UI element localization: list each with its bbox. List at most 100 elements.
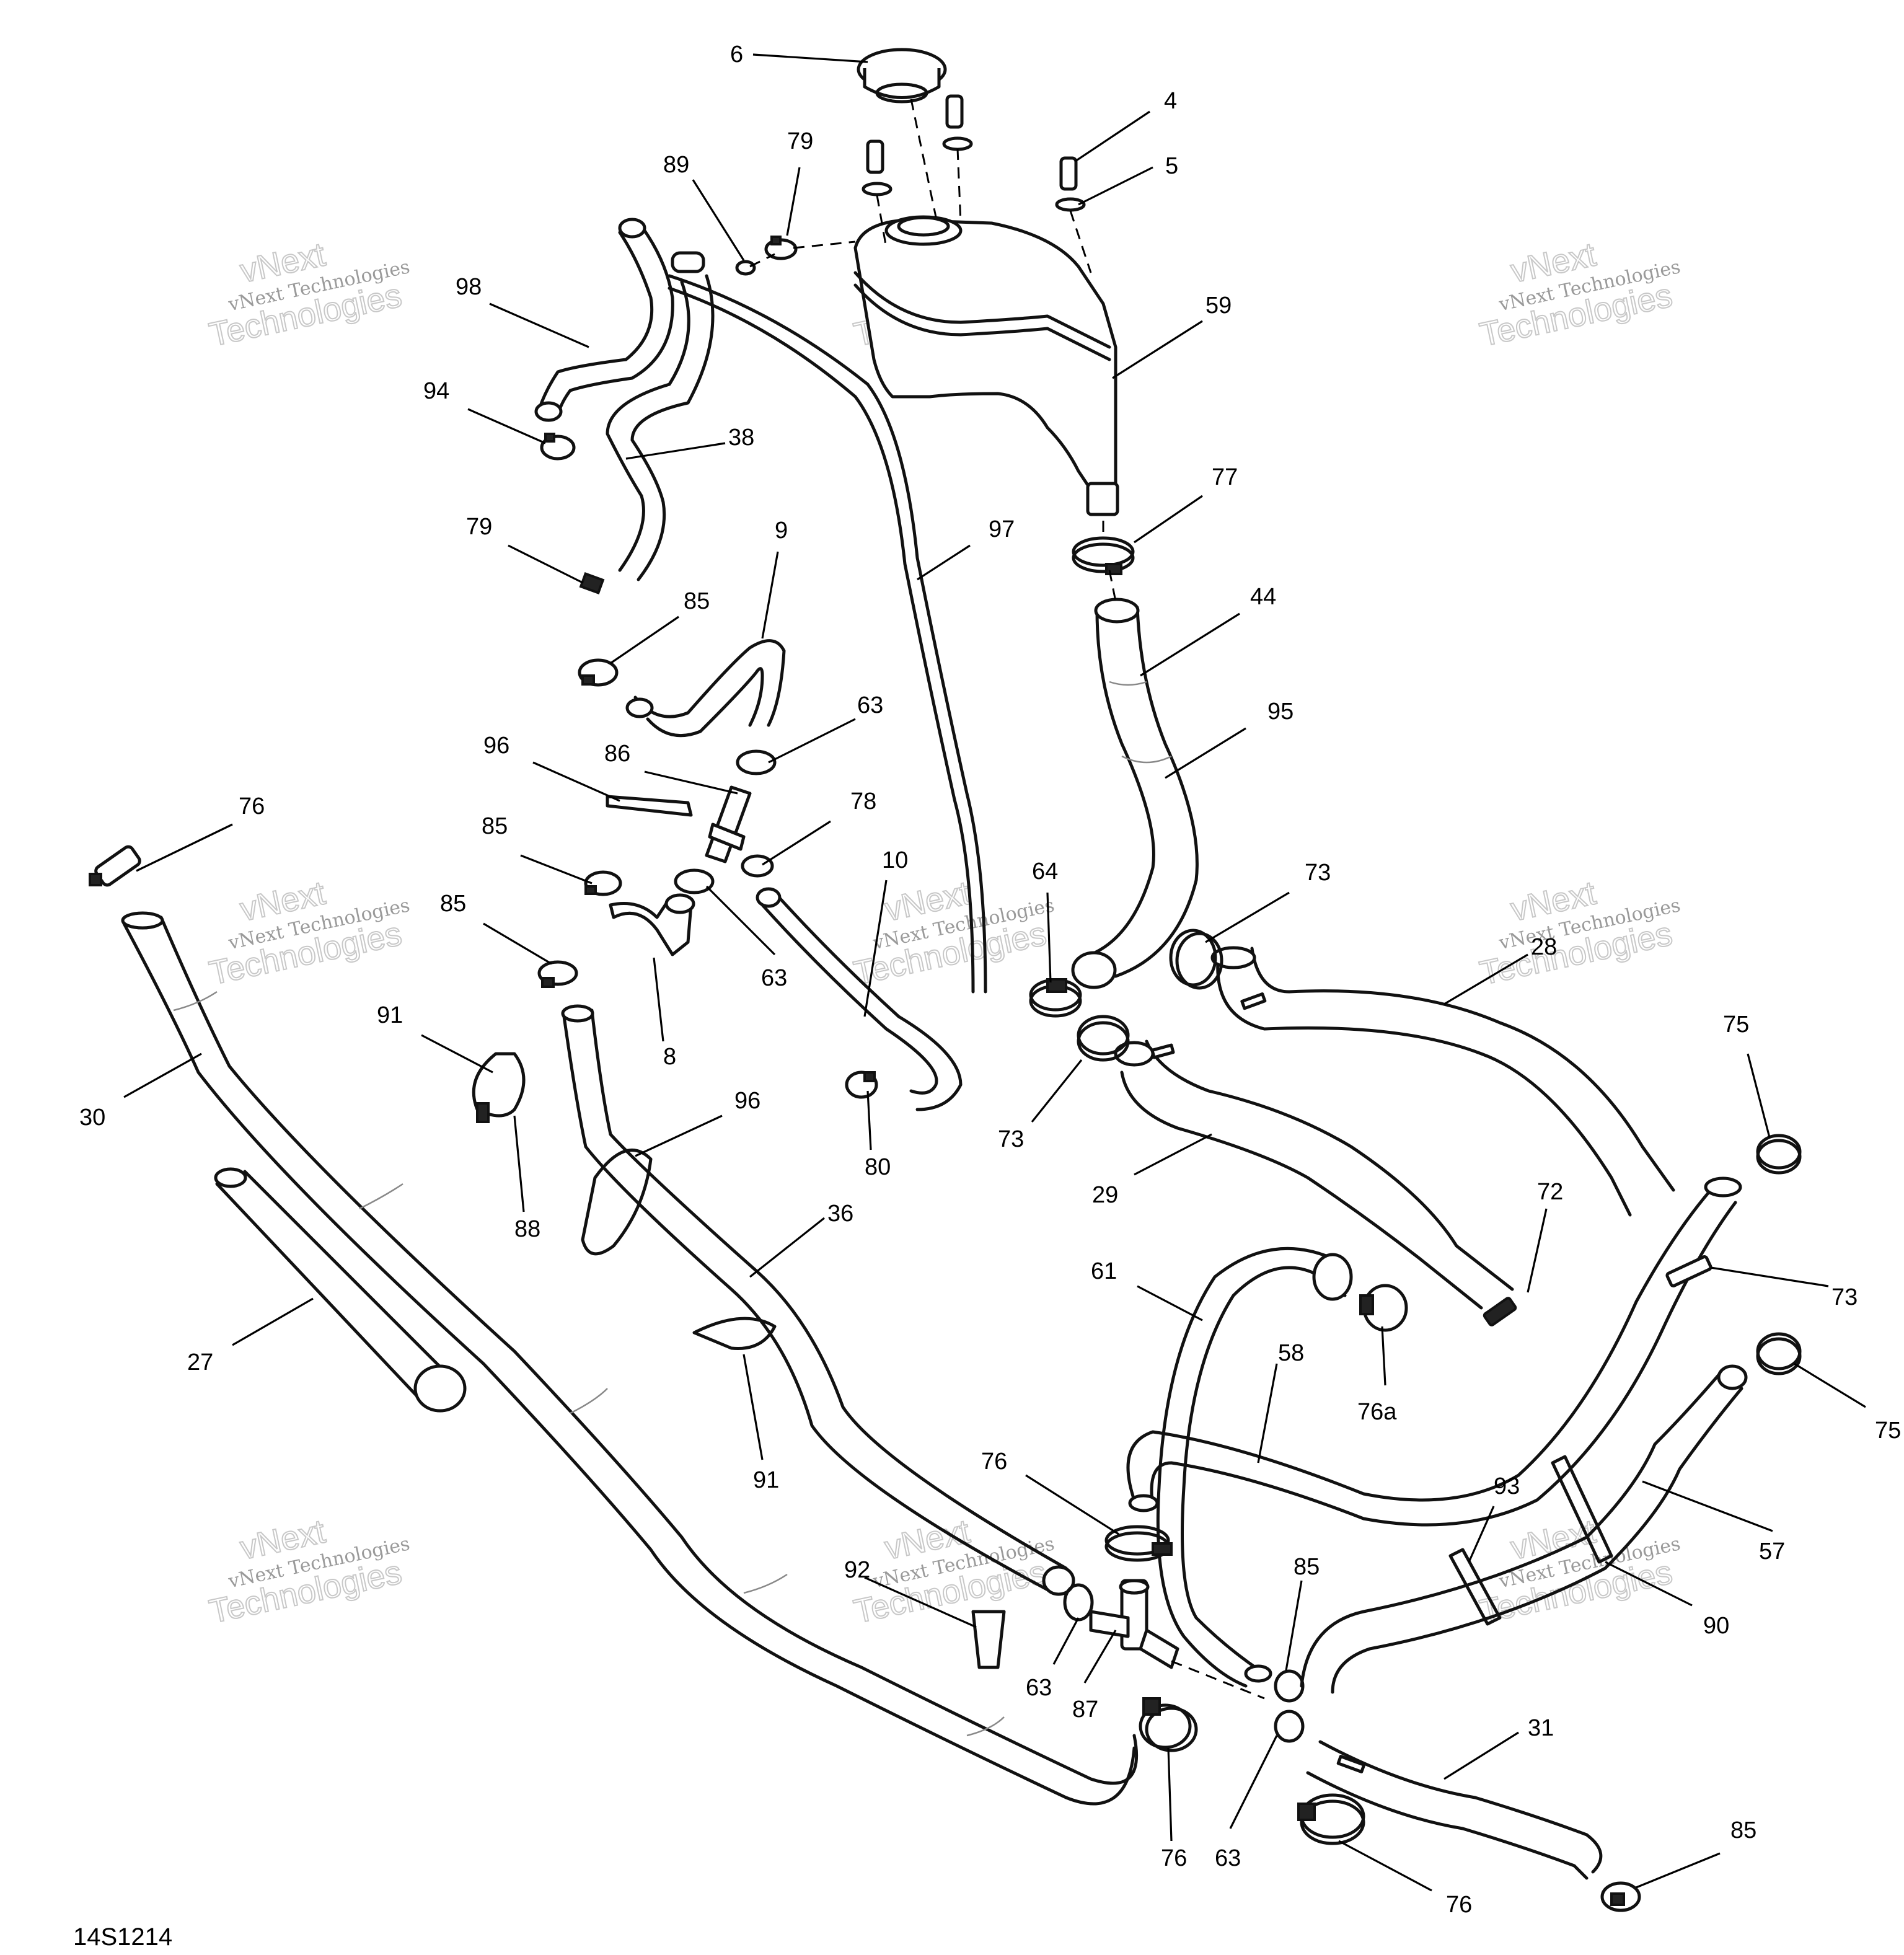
callout-label: 76	[1161, 1845, 1187, 1871]
temp-sensor-73	[1665, 1255, 1712, 1287]
hose-28	[1210, 946, 1675, 1217]
callout-label: 86	[604, 741, 630, 767]
watermark: vNext vNext Technologies Technologies	[205, 873, 412, 992]
clamp-76-low	[1139, 1697, 1198, 1752]
callout-label: 91	[753, 1467, 779, 1493]
elbow-hose-8	[609, 893, 695, 956]
assembly-lines	[749, 99, 1265, 1700]
callout-label: 28	[1531, 934, 1557, 960]
hose-30	[121, 911, 1139, 1806]
watermark: vNext vNext Technologies Technologies	[205, 235, 412, 354]
callout-label: 63	[1215, 1845, 1241, 1871]
tie-wrap-93	[1448, 1548, 1502, 1626]
callout-label: 78	[850, 788, 876, 814]
temp-sensor-72	[1483, 1297, 1517, 1326]
callout-label: 29	[1092, 1182, 1118, 1208]
callout-label: 6	[730, 42, 743, 68]
callout-label: 10	[882, 847, 908, 873]
callout-label: 76	[981, 1449, 1007, 1475]
callout-label: 79	[787, 128, 813, 154]
hose-44	[1071, 598, 1199, 989]
callout-label: 97	[989, 516, 1015, 542]
leader-lines	[123, 53, 1866, 1892]
pressure-cap	[857, 48, 947, 104]
clamp-76a	[1359, 1284, 1408, 1332]
callout-label: 44	[1250, 584, 1276, 610]
clamp-77	[1072, 536, 1135, 575]
clamp-85-c	[537, 960, 578, 988]
callout-label: 73	[1305, 860, 1331, 886]
tie-wrap-90	[1551, 1455, 1613, 1564]
clamp-85-bottom	[1600, 1881, 1641, 1912]
watermark: vNext vNext Technologies Technologies	[1476, 235, 1682, 354]
clamp-85-a	[578, 658, 619, 687]
clamp-79	[579, 571, 605, 595]
clamp-75	[1756, 1134, 1802, 1175]
hose-clamps	[89, 236, 1802, 1912]
hose-98	[534, 218, 674, 422]
callout-label: 63	[857, 692, 883, 718]
callout-label: 79	[466, 514, 492, 540]
hose-58	[1126, 1176, 1742, 1527]
clamp-89	[735, 260, 756, 276]
callout-label: 88	[514, 1216, 540, 1242]
clamp-63-bottom	[1274, 1710, 1305, 1743]
tee-fitting-87	[1089, 1579, 1179, 1669]
clamp-76-mid	[1104, 1525, 1173, 1562]
coolant-reservoir	[853, 215, 1119, 516]
callout-label: 90	[1703, 1613, 1729, 1639]
callout-label: 98	[456, 274, 482, 300]
callout-label: 4	[1164, 88, 1177, 114]
callout-label: 63	[1026, 1675, 1052, 1701]
callout-label: 87	[1072, 1697, 1098, 1723]
hose-29	[1114, 1039, 1514, 1310]
callout-label: 73	[1831, 1284, 1858, 1310]
callout-label: 76	[239, 793, 265, 819]
callout-label: 73	[998, 1126, 1024, 1152]
clamp-85-low	[1274, 1669, 1305, 1703]
callout-label: 85	[482, 813, 508, 839]
clamp-64	[1029, 978, 1082, 1018]
callout-label: 31	[1528, 1715, 1554, 1741]
clamp-73-b	[1077, 1015, 1130, 1062]
callout-label: 63	[761, 965, 787, 991]
callout-label: 64	[1032, 858, 1058, 885]
hose-57	[1300, 1364, 1748, 1694]
callout-label: 96	[483, 733, 509, 759]
callout-label: 75	[1723, 1012, 1749, 1038]
callout-label: 80	[865, 1154, 891, 1180]
callout-label: 57	[1759, 1538, 1785, 1564]
callout-label: 89	[663, 152, 689, 178]
screw-washer-set	[862, 94, 1086, 212]
hose-61	[1156, 1247, 1353, 1688]
watermarks: vNext vNext Technologies Technologies vN…	[205, 235, 1682, 1631]
callout-label: 9	[775, 518, 788, 544]
clamp-73-a	[1169, 929, 1223, 990]
parts	[89, 48, 1802, 1912]
callout-label: 85	[1294, 1554, 1320, 1580]
callout-label: 58	[1278, 1340, 1304, 1366]
callout-label: 92	[844, 1557, 870, 1583]
hose-9	[625, 639, 786, 738]
callout-label: 27	[187, 1349, 213, 1375]
callout-label: 93	[1494, 1473, 1520, 1499]
callout-label: 72	[1537, 1179, 1563, 1205]
callout-label: 85	[440, 891, 466, 917]
clamp-75-b	[1756, 1332, 1802, 1375]
reducer-96	[606, 795, 693, 817]
callout-label: 5	[1165, 153, 1178, 179]
breather-hose-97	[668, 251, 987, 994]
clamp-76-top	[89, 845, 141, 887]
callout-label: 77	[1212, 464, 1238, 490]
watermark: vNext vNext Technologies Technologies	[850, 1512, 1056, 1631]
callout-label: 94	[423, 378, 449, 404]
callout-label: 85	[684, 588, 710, 614]
callout-label: 36	[827, 1201, 853, 1227]
callout-label: 61	[1091, 1258, 1117, 1284]
callout-label: 85	[1730, 1817, 1756, 1843]
callout-label: 38	[728, 425, 754, 451]
callout-numbers: 6 4 5 79 89 98 59 94 38 77 79 9 97 85 44…	[79, 42, 1901, 1918]
hose-10	[756, 887, 963, 1111]
